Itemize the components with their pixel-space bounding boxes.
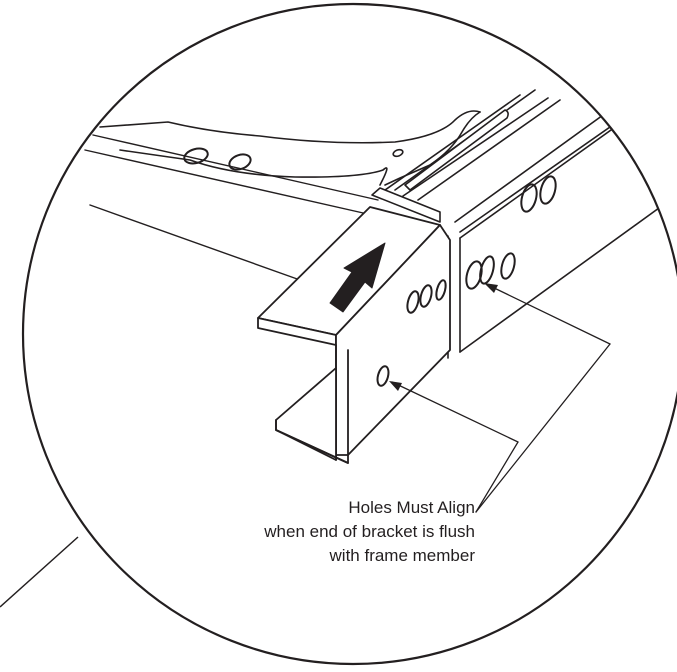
frame-hole — [479, 255, 495, 285]
frame-hole — [500, 252, 516, 280]
plate-hole — [228, 153, 252, 171]
bracket-hole — [406, 290, 420, 314]
callout-line-1: Holes Must Align — [348, 498, 475, 517]
cross-member-plate — [99, 110, 481, 186]
background-frame-lines — [84, 134, 379, 281]
callout-leaders — [391, 284, 611, 513]
plate-hole — [183, 147, 209, 165]
plate-hole — [392, 148, 404, 158]
frame-hole — [539, 175, 557, 205]
leader-arrowhead — [484, 283, 498, 293]
slide-direction-arrow — [329, 242, 386, 313]
callout-line-3: with frame member — [329, 546, 475, 565]
detail-leader-line — [0, 536, 79, 608]
bracket-hole — [376, 365, 390, 387]
bracket-hole — [419, 284, 433, 308]
leader-arrowhead — [389, 381, 402, 391]
frame-hole — [520, 183, 538, 213]
frame-member — [371, 89, 671, 359]
callout-line-2: when end of bracket is flush — [264, 522, 475, 541]
frame-holes — [465, 175, 557, 290]
callout-label: Holes Must Align when end of bracket is … — [150, 497, 475, 567]
bracket-hole — [435, 279, 447, 301]
